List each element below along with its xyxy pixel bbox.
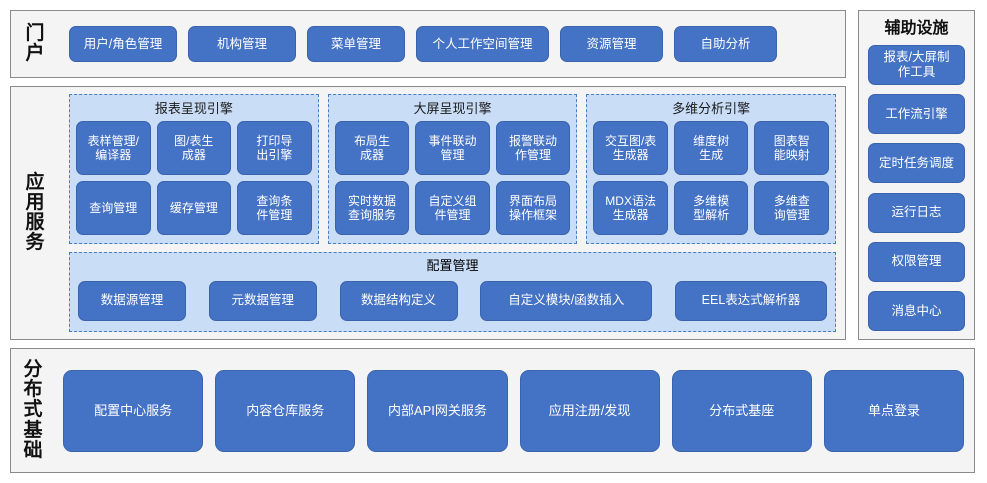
multidimensional-analysis-engine-grid: 交互图/表 生成器维度树 生成图表智 能映射 MDX语法 生成器多维模 型解析多维… (593, 121, 829, 237)
config-center-service-button[interactable]: 配置中心服务 (63, 369, 204, 452)
report-template-manager-button[interactable]: 表样管理/ 编译器 (76, 121, 151, 175)
alarm-action-management-button[interactable]: 报警联动 作管理 (495, 121, 571, 175)
interactive-chart-table-generator-button[interactable]: 交互图/表 生成器 (593, 121, 668, 175)
eel-expression-parser-button[interactable]: EEL表达式解析器 (675, 280, 827, 321)
internal-api-gateway-service-button[interactable]: 内部API网关服务 (367, 369, 508, 452)
self-service-analysis-button[interactable]: 自助分析 (674, 26, 777, 62)
multidimensional-query-management-button[interactable]: 多维查 询管理 (754, 181, 829, 235)
chart-smart-mapping-button[interactable]: 图表智 能映射 (754, 121, 829, 175)
cache-management-button[interactable]: 缓存管理 (156, 181, 232, 235)
multidimensional-analysis-engine-title: 多维分析引擎 (672, 101, 751, 116)
permission-management-button[interactable]: 权限管理 (868, 241, 965, 282)
realtime-data-query-service-button[interactable]: 实时数据 查询服务 (334, 181, 410, 235)
portal-section-label: 门户 (11, 11, 59, 77)
organization-management-button[interactable]: 机构管理 (188, 26, 296, 62)
label-char: 础 (23, 439, 43, 461)
multidimensional-analysis-engine-group: 多维分析引擎交互图/表 生成器维度树 生成图表智 能映射 MDX语法 生成器多维模… (586, 94, 837, 244)
content-repository-service-button[interactable]: 内容仓库服务 (215, 369, 356, 452)
app-service-section: 应用服务 报表呈现引擎表样管理/ 编译器图/表生 成器打印导 出引擎查询管理缓存… (10, 86, 846, 340)
ui-layout-operation-framework-button[interactable]: 界面布局 操作框架 (495, 181, 571, 235)
label-char: 应 (25, 171, 45, 193)
label-char: 布 (23, 379, 43, 401)
event-linkage-management-button[interactable]: 事件联动 管理 (415, 121, 490, 175)
big-screen-rendering-engine-grid: 布局生 成器事件联动 管理报警联动 作管理实时数据 查询服务自定义组 件管理界面… (334, 121, 571, 237)
aux-facilities-list: 报表/大屏制 作工具工作流引擎定时任务调度运行日志权限管理消息中心 (868, 45, 965, 333)
report-rendering-engine-grid: 表样管理/ 编译器图/表生 成器打印导 出引擎查询管理缓存管理查询条 件管理 (76, 121, 312, 237)
custom-component-management-button[interactable]: 自定义组 件管理 (415, 181, 490, 235)
portal-button-row: 用户/角色管理机构管理菜单管理个人工作空间管理资源管理自助分析 (69, 11, 837, 77)
query-management-button[interactable]: 查询管理 (76, 181, 151, 235)
report-screen-authoring-tool-button[interactable]: 报表/大屏制 作工具 (868, 45, 965, 85)
custom-module-function-insert-button[interactable]: 自定义模块/函数插入 (480, 280, 653, 321)
app-registry-discovery-button[interactable]: 应用注册/发现 (519, 369, 660, 452)
datasource-management-button[interactable]: 数据源管理 (78, 280, 186, 321)
menu-management-button[interactable]: 菜单管理 (307, 26, 405, 62)
label-char: 基 (23, 419, 43, 441)
workflow-engine-button[interactable]: 工作流引擎 (868, 94, 965, 135)
configuration-management-row: 数据源管理元数据管理数据结构定义自定义模块/函数插入 EEL表达式解析器 (78, 277, 827, 324)
engines-row: 报表呈现引擎表样管理/ 编译器图/表生 成器打印导 出引擎查询管理缓存管理查询条… (69, 94, 837, 244)
distributed-base-section: 分布式基础 配置中心服务内容仓库服务内部API网关服务应用注册/发现分布式基座单… (10, 348, 975, 473)
configuration-management-group: 配置管理 数据源管理元数据管理数据结构定义自定义模块/函数插入 EEL表达式解析器 (69, 252, 836, 332)
multidimensional-model-parsing-button[interactable]: 多维模 型解析 (673, 181, 749, 235)
big-screen-rendering-engine-group: 大屏呈现引擎布局生 成器事件联动 管理报警联动 作管理实时数据 查询服务自定义组… (327, 94, 578, 244)
distributed-base-button-row: 配置中心服务内容仓库服务内部API网关服务应用注册/发现分布式基座单点登录 (63, 349, 965, 472)
label-char: 式 (23, 399, 43, 421)
runtime-log-button[interactable]: 运行日志 (868, 192, 965, 233)
label-char: 务 (25, 232, 45, 254)
label-char: 分 (23, 359, 43, 381)
metadata-management-button[interactable]: 元数据管理 (208, 280, 317, 321)
app-service-section-label: 应用服务 (11, 87, 59, 339)
message-center-button[interactable]: 消息中心 (868, 290, 965, 331)
label-char: 门 (25, 22, 45, 44)
report-rendering-engine-group: 报表呈现引擎表样管理/ 编译器图/表生 成器打印导 出引擎查询管理缓存管理查询条… (69, 94, 319, 244)
query-condition-management-button[interactable]: 查询条 件管理 (237, 181, 312, 235)
app-service-content: 报表呈现引擎表样管理/ 编译器图/表生 成器打印导 出引擎查询管理缓存管理查询条… (69, 94, 837, 332)
layout-generator-button[interactable]: 布局生 成器 (334, 121, 410, 175)
user-role-management-button[interactable]: 用户/角色管理 (69, 26, 177, 62)
label-char: 户 (25, 43, 45, 64)
report-rendering-engine-title: 报表呈现引擎 (154, 101, 233, 116)
chart-table-generator-button[interactable]: 图/表生 成器 (156, 121, 232, 175)
resource-management-button[interactable]: 资源管理 (560, 26, 663, 62)
aux-facilities-section: 辅助设施 报表/大屏制 作工具工作流引擎定时任务调度运行日志权限管理消息中心 (858, 10, 975, 340)
big-screen-rendering-engine-title: 大屏呈现引擎 (413, 101, 492, 116)
personal-workspace-management-button[interactable]: 个人工作空间管理 (416, 26, 549, 62)
portal-section: 门户 用户/角色管理机构管理菜单管理个人工作空间管理资源管理自助分析 (10, 10, 846, 78)
single-sign-on-button[interactable]: 单点登录 (823, 369, 965, 452)
mdx-syntax-generator-button[interactable]: MDX语法 生成器 (593, 181, 668, 235)
label-char: 用 (25, 191, 45, 213)
configuration-management-title: 配置管理 (426, 258, 479, 273)
print-export-engine-button[interactable]: 打印导 出引擎 (237, 121, 312, 175)
label-char: 服 (25, 212, 45, 233)
scheduled-task-scheduler-button[interactable]: 定时任务调度 (868, 143, 965, 184)
dimension-tree-generation-button[interactable]: 维度树 生成 (673, 121, 749, 175)
aux-facilities-title: 辅助设施 (884, 20, 949, 37)
data-structure-definition-button[interactable]: 数据结构定义 (339, 280, 458, 321)
distributed-base-section-label: 分布式基础 (11, 349, 55, 472)
distributed-foundation-button[interactable]: 分布式基座 (671, 369, 812, 452)
